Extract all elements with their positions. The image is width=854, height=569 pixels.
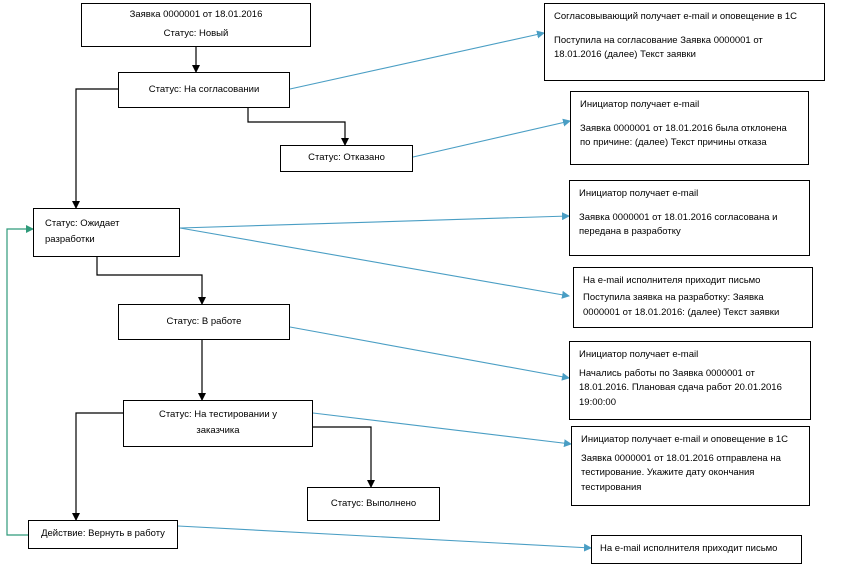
n4-line1: На e-mail исполнителя приходит письмо [583,275,761,286]
n6-line4: тестирования [581,482,642,494]
notification-approved: Инициатор получает e-mail Заявка 0000001… [569,180,810,256]
n7-line1: На e-mail исполнителя приходит письмо [600,543,778,555]
n1-line1: Согласовывающий получает e-mail и оповещ… [554,11,798,22]
notification-rejected: Инициатор получает e-mail Заявка 0000001… [570,91,809,165]
n6-line1: Инициатор получает e-mail и оповещение в… [581,434,789,445]
state-rejected-label: Статус: Отказано [308,152,385,164]
state-awaiting-line1: Статус: Ожидает [45,218,120,230]
arrow-testing-to-n6 [312,412,572,448]
arrow-approval-to-n1 [289,30,545,90]
n2-line2: Заявка 0000001 от 18.01.2016 была отклон… [580,122,787,134]
n3-line3: передана в разработку [579,226,681,238]
state-done: Статус: Выполнено [307,487,440,521]
arrow-return-to-n7 [177,525,592,552]
n5-line4: 19:00:00 [579,397,616,409]
notification-approver: Согласовывающий получает e-mail и оповещ… [544,3,825,81]
state-in-work-label: Статус: В работе [166,315,242,327]
state-in-work: Статус: В работе [118,304,290,340]
n5-line2: Начались работы по Заявка 0000001 от [579,367,755,379]
state-testing: Статус: На тестировании у заказчика [123,400,313,447]
state-testing-line2: заказчика [196,425,240,436]
arrow-testing-to-return [72,412,123,521]
arrow-awaiting-to-inwork [96,257,206,305]
state-awaiting-line2: разработки [45,234,95,245]
state-done-label: Статус: Выполнено [330,497,417,509]
n3-line2: Заявка 0000001 от 18.01.2016 согласована… [579,211,778,223]
state-testing-line1: Статус: На тестировании у [158,409,278,421]
n6-line3: тестирование. Укажите дату окончания [581,467,755,479]
state-new-status: Статус: Новый [163,28,229,39]
notification-developer-return: На e-mail исполнителя приходит письмо [591,535,802,564]
state-awaiting-dev: Статус: Ожидает разработки [33,208,180,257]
arrow-inwork-to-n5 [289,326,570,381]
n1-line3: 18.01.2016 (далее) Текст заявки [554,49,696,61]
arrow-approval-to-awaiting [72,88,118,209]
notification-work-started: Инициатор получает e-mail Начались работ… [569,341,811,420]
arrow-approval-to-rejected [247,108,349,146]
notification-testing: Инициатор получает e-mail и оповещение в… [571,426,810,506]
n3-line1: Инициатор получает e-mail [579,188,699,199]
state-new: Заявка 0000001 от 18.01.2016 Статус: Нов… [81,3,311,47]
n5-line1: Инициатор получает e-mail [579,349,699,360]
arrow-testing-to-done [313,426,375,488]
state-new-title: Заявка 0000001 от 18.01.2016 [129,9,263,21]
arrow-return-to-awaiting [6,225,34,536]
notification-developer: На e-mail исполнителя приходит письмо По… [573,267,813,328]
n5-line3: 18.01.2016. Плановая сдача работ 20.01.2… [579,382,782,394]
n6-line2: Заявка 0000001 от 18.01.2016 отправлена … [581,452,781,464]
n4-line2: Поступила заявка на разработку: Заявка [583,292,764,304]
arrow-awaiting-to-n4 [179,227,570,299]
n4-line3: 0000001 от 18.01.2016: (далее) Текст зая… [583,307,780,319]
n1-line2: Поступила на согласование Заявка 0000001… [554,34,763,46]
n2-line3: по причине: (далее) Текст причины отказа [580,137,767,149]
state-rejected: Статус: Отказано [280,145,413,172]
action-return-to-work: Действие: Вернуть в работу [28,520,178,549]
action-return-label: Действие: Вернуть в работу [41,528,165,540]
arrow-rejected-to-n2 [412,118,571,158]
state-approval-label: Статус: На согласовании [148,83,260,95]
arrow-awaiting-to-n3 [179,212,570,229]
state-approval: Статус: На согласовании [118,72,290,108]
n2-line1: Инициатор получает e-mail [580,99,700,110]
